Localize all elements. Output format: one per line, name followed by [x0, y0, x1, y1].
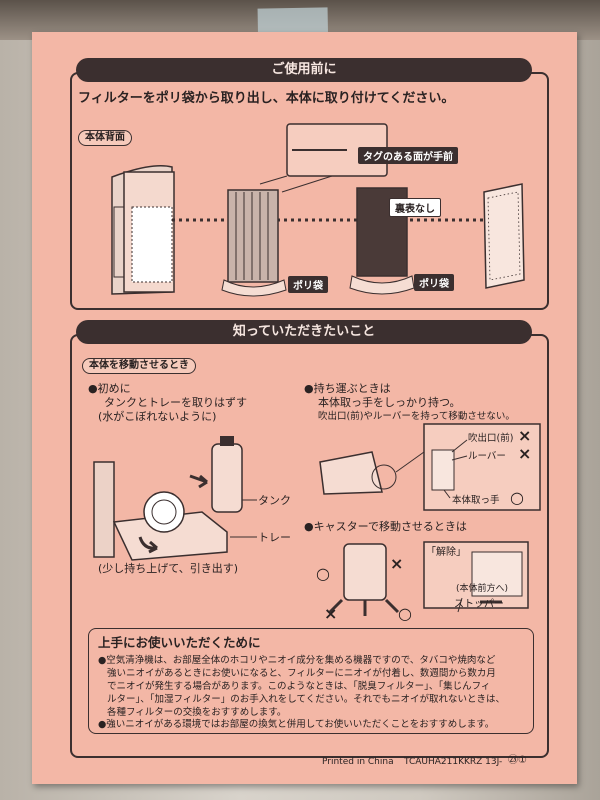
- louver-ng-mark: ×: [518, 444, 532, 463]
- stopper-label: ストッパー: [454, 599, 504, 610]
- tips-heading: 上手にお使いいただくために: [98, 635, 261, 650]
- tips-bullet2: ●強いニオイがある環境ではお部屋の換気と併用してお使いいただくことをおすすめしま…: [98, 719, 495, 730]
- tips-section: [88, 628, 534, 734]
- dust-filter-illustration: [221, 189, 287, 297]
- good-to-know-heading: 知っていただきたいこと: [76, 320, 532, 344]
- louver-label: ルーバー: [468, 451, 506, 462]
- tray-label: トレー: [258, 531, 291, 544]
- rear-label: 本体背面: [78, 130, 132, 146]
- tips-bullet1-line: でニオイが発生する場合があります。このようなときは、「脱臭フィルター」、「集じん…: [107, 681, 491, 692]
- tips-bullet1-line: ●空気清浄機は、お部屋全体のホコリやニオイ成分を集める機器ですので、タバコや焼肉…: [98, 655, 496, 666]
- tag-callout-label: タグのある面が手前: [358, 147, 458, 164]
- caster-ng-mark-right: ×: [390, 554, 404, 573]
- bag-label-2: ポリ袋: [414, 274, 454, 291]
- deodorizing-filter-illustration: [349, 187, 415, 295]
- front-label: (本体前方へ): [456, 584, 509, 594]
- handle-label: 本体取っ手: [452, 495, 500, 506]
- outlet-ng-mark: ×: [518, 426, 532, 445]
- pre-filter-illustration: [483, 183, 525, 289]
- tips-bullet1-line: ルター」、「加湿フィルター」のお手入れをしてください。それでもニオイが取れないと…: [107, 694, 505, 705]
- tips-bullet1-line: 強いニオイがあるときにお使いになると、フィルターにニオイが付着し、数週間から数カ…: [107, 668, 496, 679]
- tips-bullet1: ●空気清浄機は、お部屋全体のホコリやニオイ成分を集める機器ですので、タバコや焼肉…: [98, 654, 530, 719]
- carry-line1: 本体取っ手をしっかり持つ。: [318, 396, 461, 409]
- carry-title: ●持ち運ぶときは: [304, 382, 391, 395]
- carry-illustration: [319, 423, 541, 511]
- bag-label-1: ポリ袋: [288, 276, 328, 293]
- carry-line2: 吹出口(前)やルーバーを持って移動させない。: [318, 411, 515, 422]
- first-line2: (水がこぼれないように): [98, 410, 217, 423]
- handle-ok-mark: ○: [510, 488, 524, 507]
- caster-illustration: [328, 541, 529, 616]
- printed-in: Printed in China: [322, 757, 394, 767]
- purifier-rear-illustration: [111, 165, 175, 295]
- caster-ng-mark-left: ×: [324, 604, 338, 623]
- caster-ok-mark-right: ○: [398, 604, 412, 623]
- instruction-sheet: ご使用前に フィルターをポリ袋から取り出し、本体に取り付けてください。 本体背面: [32, 32, 577, 784]
- before-use-heading: ご使用前に: [76, 58, 532, 82]
- tank-tray-illustration: [93, 436, 257, 561]
- lift-caption: (少し持ち上げて、引き出す): [98, 562, 239, 575]
- release-label: 「解除」: [426, 547, 466, 558]
- outlet-label: 吹出口(前): [468, 433, 514, 444]
- before-use-instruction: フィルターをポリ袋から取り出し、本体に取り付けてください。: [78, 91, 455, 106]
- filter-install-illustration: [111, 123, 525, 297]
- tank-label: タンク: [258, 494, 291, 507]
- caster-title: ●キャスターで移動させるときは: [304, 520, 467, 533]
- first-title: ●初めに: [88, 382, 131, 395]
- first-line1: タンクとトレーを取りはずす: [104, 396, 247, 409]
- footer-marks: ㉓①: [508, 755, 527, 766]
- tips-bullet1-line: 各種フィルターの交換をおすすめします。: [107, 707, 287, 718]
- product-code: TCAUHA211KKRZ 13J-: [404, 757, 503, 767]
- no-side-callout: 裏表なし: [389, 198, 441, 217]
- moving-heading: 本体を移動させるとき: [82, 358, 196, 374]
- caster-ok-mark-left: ○: [316, 564, 330, 583]
